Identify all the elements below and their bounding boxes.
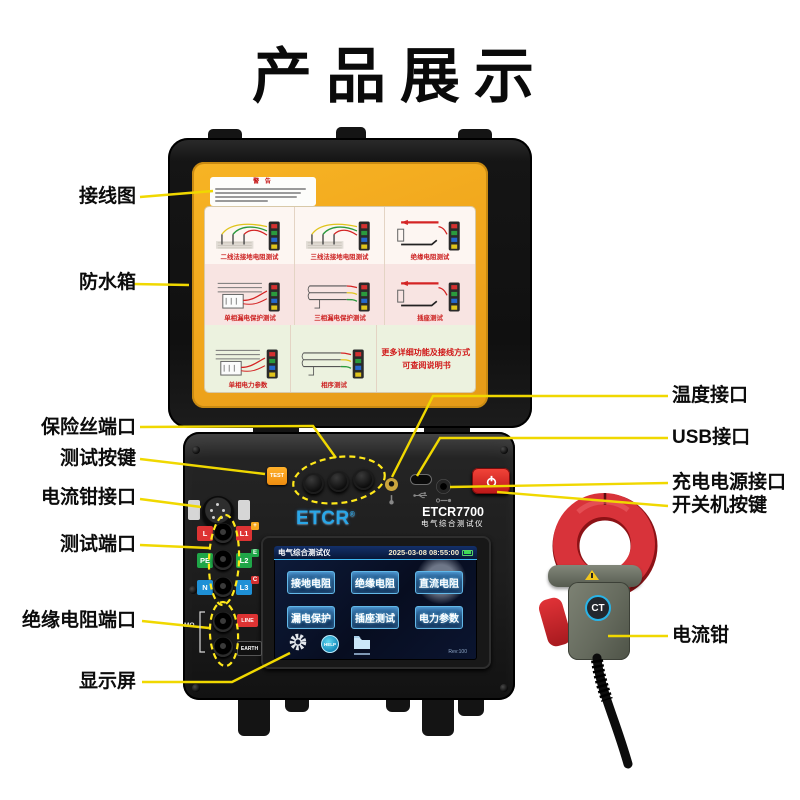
callout-clamp-interface: 电流钳接口 xyxy=(40,487,136,508)
callout-wiring-diagram: 接线图 xyxy=(78,186,136,207)
firmware-rev-label: Rev:100 xyxy=(448,649,467,655)
temperature-port xyxy=(385,478,398,491)
screw xyxy=(500,684,508,692)
callout-current-clamp: 电流钳 xyxy=(672,625,730,646)
menu-insulation-resistance: 绝缘电阻 xyxy=(351,571,399,594)
menu-power-parameters: 电力参数 xyxy=(415,606,463,629)
manual-note-line: 更多详细功能及接线方式 xyxy=(381,347,471,357)
callout-test-port: 测试端口 xyxy=(59,534,136,555)
clamp-warning-triangle-icon xyxy=(585,570,599,580)
wiring-diagram-sheet: 二线法接地电阻测试 三线法接地电阻测试 绝缘电阻测试 单相漏电保护测试 xyxy=(205,207,475,392)
diagram-caption: 二线法接地电阻测试 xyxy=(220,254,279,261)
warning-text-line xyxy=(215,188,307,190)
settings-gear-icon xyxy=(289,633,307,651)
callout-insulation-port: 绝缘电阻端口 xyxy=(21,610,136,631)
diagram-single-phase-power-params: 单相电力参数 xyxy=(205,325,292,392)
callout-usb-port: USB接口 xyxy=(672,427,751,448)
menu-dc-resistance: 直流电阻 xyxy=(415,571,463,594)
callout-charging-port: 充电电源接口 xyxy=(672,472,787,493)
diagram-caption: 三线法接地电阻测试 xyxy=(310,254,369,261)
menu-socket-test: 插座测试 xyxy=(351,606,399,629)
terminal-badge-C: C xyxy=(251,576,259,584)
warning-title: 警 告 xyxy=(253,179,273,185)
case-latch xyxy=(285,698,309,712)
screen-datetime: 2025-03-08 08:55:00 xyxy=(389,548,473,557)
case-latch xyxy=(458,698,484,716)
display-screen: 电气综合测试仪 2025-03-08 08:55:00 接地电阻 绝缘电阻 直流… xyxy=(274,546,477,660)
line-terminal-label: LINE xyxy=(237,614,258,627)
warning-text-line xyxy=(215,192,302,194)
warning-text-line xyxy=(215,200,268,202)
diagram-caption: 相序测试 xyxy=(320,382,347,389)
screw xyxy=(189,586,197,594)
screen-menu-row: 漏电保护 插座测试 电力参数 xyxy=(287,606,463,629)
callout-power-button: 开关机按键 xyxy=(672,495,768,516)
dc-power-jack xyxy=(436,479,451,494)
manual-note-line: 可查阅说明书 xyxy=(402,360,451,370)
warning-text-line xyxy=(215,196,297,198)
diagram-two-wire-ground-test: 二线法接地电阻测试 xyxy=(205,207,295,264)
lid-hinge-tab xyxy=(336,127,366,141)
diagram-caption: 插座测试 xyxy=(417,315,443,322)
connector-side-label xyxy=(238,500,250,520)
diagram-caption: 三相漏电保护测试 xyxy=(313,315,366,322)
callout-fuse-port: 保险丝端口 xyxy=(40,417,136,438)
battery-icon xyxy=(462,549,473,556)
diagram-phase-sequence-test: 相序测试 xyxy=(291,325,378,392)
diagram-caption: 绝缘电阻测试 xyxy=(410,254,450,261)
dc-polarity-icon xyxy=(436,498,452,503)
help-icon: HELP xyxy=(321,635,339,653)
test-button: TEST xyxy=(267,467,287,485)
diagram-caption: 单相电力参数 xyxy=(228,382,267,389)
screw xyxy=(192,684,200,692)
diagram-three-phase-leakage-test: 三相漏电保护测试 xyxy=(295,264,385,325)
clamp-ct-logo: CT xyxy=(585,595,611,621)
screen-header: 电气综合测试仪 2025-03-08 08:55:00 xyxy=(274,546,477,560)
case-foot xyxy=(238,698,270,736)
terminal-badge-plus: + xyxy=(251,522,259,530)
model-subtitle: 电气综合测试仪 xyxy=(421,519,484,528)
screen-header-title: 电气综合测试仪 xyxy=(278,548,331,557)
registered-mark: ® xyxy=(349,511,356,519)
callout-waterproof-box: 防水箱 xyxy=(78,272,136,293)
menu-leakage-protection: 漏电保护 xyxy=(287,606,335,629)
terminal-badge-E: E xyxy=(251,549,259,557)
page-title: 产品展示 xyxy=(252,43,548,110)
callout-test-button: 测试按键 xyxy=(59,448,136,469)
screen-menu-row: 接地电阻 绝缘电阻 直流电阻 xyxy=(287,571,463,594)
manual-note: 更多详细功能及接线方式 可查阅说明书 xyxy=(377,325,475,392)
folder-caption-bar xyxy=(354,653,370,655)
case-latch xyxy=(386,698,410,712)
folder-icon xyxy=(354,636,370,649)
model-block: ETCR7700 电气综合测试仪 xyxy=(402,505,484,529)
warning-box: 警 告 xyxy=(210,177,316,206)
diagram-single-phase-leakage-test: 单相漏电保护测试 xyxy=(205,264,295,325)
wiring-diagram-panel: 警 告 二线法接地电阻测试 三线法接地电阻测试 绝缘电阻测试 xyxy=(192,162,488,408)
usb-icon xyxy=(413,492,427,499)
temperature-icon xyxy=(389,495,394,505)
test-button-label: TEST xyxy=(269,473,285,479)
diagram-socket-test: 插座测试 xyxy=(385,264,475,325)
case-foot xyxy=(422,698,454,736)
diagram-insulation-test: 绝缘电阻测试 xyxy=(385,207,475,264)
model-number: ETCR7700 xyxy=(422,505,484,519)
menu-ground-resistance: 接地电阻 xyxy=(287,571,335,594)
callout-display-screen: 显示屏 xyxy=(78,671,136,692)
diagram-caption: 单相漏电保护测试 xyxy=(223,315,276,322)
callout-temperature-port: 温度接口 xyxy=(672,385,749,406)
diagram-three-wire-ground-test: 三线法接地电阻测试 xyxy=(295,207,385,264)
brand-logo: ETCR® xyxy=(296,508,356,529)
